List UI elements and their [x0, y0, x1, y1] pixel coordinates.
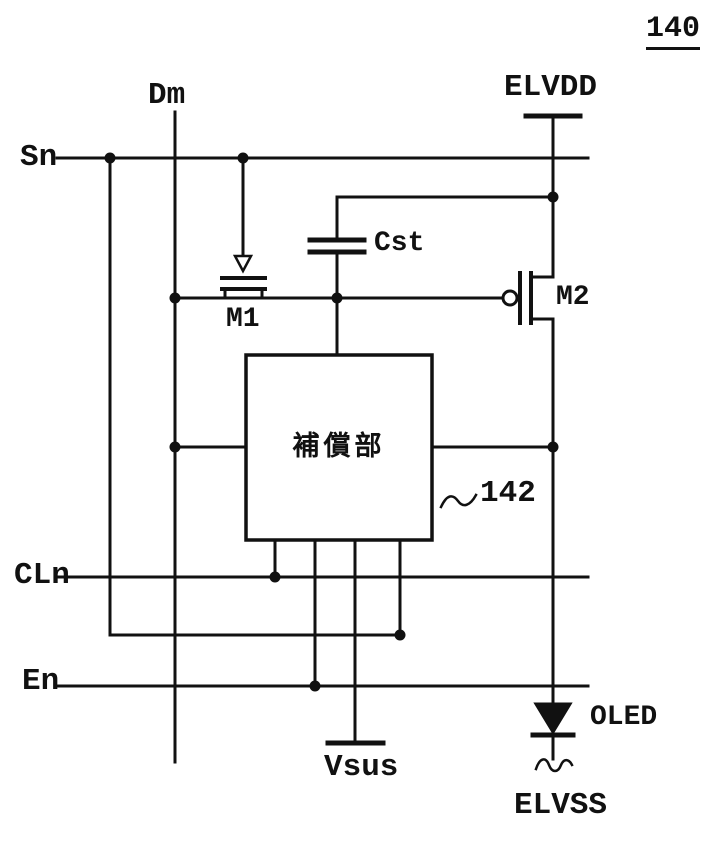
oled-anode-triangle: [533, 702, 573, 735]
label-m2: M2: [556, 282, 590, 313]
junction-dots: [104, 152, 559, 692]
label-ref-142: 142: [480, 476, 536, 511]
figure-number: 140: [646, 14, 701, 50]
junction-dot: [169, 292, 181, 304]
label-cst: Cst: [374, 228, 425, 259]
m1-transistor: [220, 156, 267, 300]
ref-142-leader-squiggle: [439, 493, 478, 509]
label-oled: OLED: [590, 702, 658, 733]
label-en: En: [22, 664, 60, 699]
label-sn: Sn: [20, 140, 58, 175]
label-elvss: ELVSS: [514, 788, 608, 823]
label-m1: M1: [226, 304, 260, 335]
feedback-wire: [108, 156, 402, 637]
label-dm: Dm: [148, 78, 186, 113]
junction-dot: [237, 152, 249, 164]
junction-dot: [169, 441, 181, 453]
m2-gate-circle: [501, 289, 519, 307]
cst-capacitor: [307, 195, 555, 300]
junction-dot: [104, 152, 116, 164]
label-elvdd: ELVDD: [504, 70, 598, 105]
junction-dot: [331, 292, 343, 304]
junction-dot: [269, 571, 281, 583]
m2-transistor: [501, 271, 555, 325]
junction-dot: [394, 629, 406, 641]
junction-dot: [547, 441, 559, 453]
label-cln: CLn: [14, 558, 70, 593]
label-compensation-unit: 補償部: [292, 431, 386, 462]
junction-dot: [547, 191, 559, 203]
junction-dot: [309, 680, 321, 692]
elvss-ground-squiggle: [534, 758, 574, 773]
cst-top-wire: [335, 195, 555, 242]
label-vsus: Vsus: [324, 750, 399, 785]
m1-gate-arrow: [232, 254, 254, 274]
oled-diode: [530, 702, 576, 761]
